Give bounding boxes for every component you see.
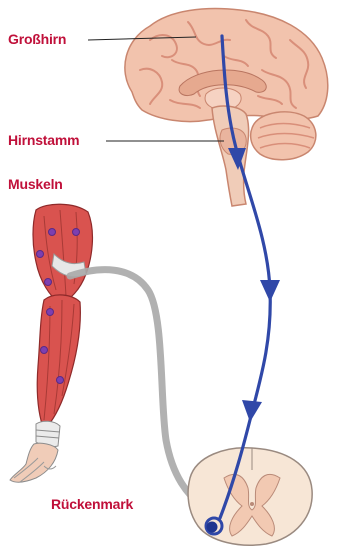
pathway-arrow-icon — [242, 400, 262, 422]
central-canal — [250, 502, 254, 506]
motor-point — [57, 377, 64, 384]
hand-shape — [10, 443, 58, 482]
muscles-label: Muskeln — [8, 176, 63, 192]
cerebrum-label: Großhirn — [8, 31, 66, 47]
peripheral-nerve — [70, 270, 210, 512]
motor-point — [73, 229, 80, 236]
motor-point — [41, 347, 48, 354]
forearm-muscles — [37, 295, 80, 430]
pathway-arrow-icon — [260, 280, 280, 302]
spinal-cord-label: Rückenmark — [51, 496, 133, 512]
motor-point — [49, 229, 56, 236]
arm-icon — [10, 204, 92, 482]
motor-point — [45, 279, 52, 286]
motor-point — [37, 251, 44, 258]
brainstem-label: Hirnstamm — [8, 132, 79, 148]
motor-point — [47, 309, 54, 316]
